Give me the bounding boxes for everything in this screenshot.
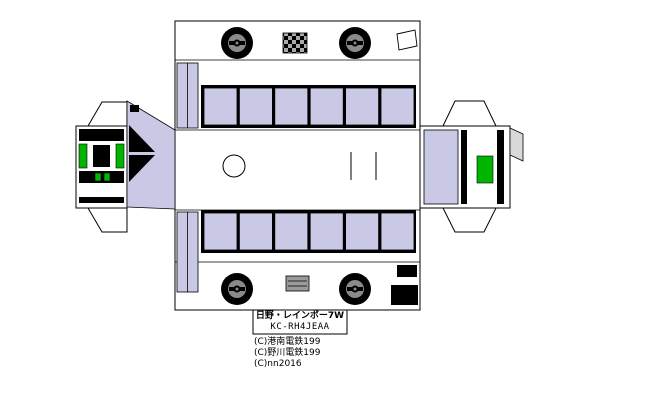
- sun-visor: [130, 105, 139, 112]
- wheel-rear-near: [339, 273, 371, 305]
- wheel-front-far: [221, 27, 253, 59]
- rear-bumper-block: [391, 285, 418, 305]
- glue-flap-front-top: [87, 101, 128, 127]
- body-outline: [174, 20, 421, 311]
- glue-flap-front-bottom: [87, 207, 128, 233]
- title-label-box: [252, 309, 348, 335]
- rear-vent-block: [397, 265, 417, 277]
- near-side-panel: [176, 210, 416, 293]
- headlight-left: [94, 172, 102, 182]
- glue-flap-rear-top: [442, 100, 497, 127]
- rear-pillar-left: [461, 130, 467, 204]
- front-bumper: [79, 197, 124, 203]
- rear-assembly: [419, 100, 524, 233]
- mirror-tab: [396, 29, 418, 51]
- side-window: [309, 212, 344, 251]
- credit-line-3: (C)nn2016: [254, 359, 302, 369]
- front-marker-light-left: [78, 143, 88, 169]
- wheel-front-near: [221, 273, 253, 305]
- side-window: [274, 87, 309, 126]
- side-window: [274, 212, 309, 251]
- roof-panel: [222, 152, 377, 180]
- model-code: KC-RH4JEAA: [270, 322, 330, 332]
- front-marker-light-right: [115, 143, 125, 169]
- wiper-upper: [129, 125, 155, 152]
- side-window: [380, 87, 415, 126]
- wiper-lower: [129, 155, 155, 182]
- front-window-band: [79, 129, 124, 141]
- fuel-lid: [285, 275, 310, 292]
- credit-line-2: (C)野川電鉄199: [254, 348, 321, 358]
- side-window: [345, 212, 380, 251]
- side-window: [238, 212, 273, 251]
- side-window: [380, 212, 415, 251]
- wheel-rear-far: [339, 27, 371, 59]
- roof-vent: [222, 154, 246, 178]
- glue-flap-rear-bottom: [442, 207, 497, 233]
- front-assembly: [75, 100, 176, 233]
- side-window: [203, 212, 238, 251]
- rear-light-cluster: [476, 155, 494, 184]
- destination-display: [93, 145, 110, 167]
- front-grille-band: [79, 171, 124, 183]
- side-window: [345, 87, 380, 126]
- rear-pillar-right: [497, 130, 504, 204]
- credit-line-1: (C)港南電鉄199: [254, 337, 321, 347]
- far-skirt-strip: [221, 27, 418, 59]
- side-window: [238, 87, 273, 126]
- model-title: 日野・レインボー7W: [255, 311, 345, 321]
- glue-tab-rear-side: [509, 127, 524, 162]
- headlight-right: [103, 172, 111, 182]
- near-skirt-strip: [221, 265, 418, 305]
- rear-window: [423, 129, 459, 205]
- side-window: [309, 87, 344, 126]
- side-window: [203, 87, 238, 126]
- far-side-panel: [176, 62, 416, 129]
- credits-block: (C)港南電鉄199 (C)野川電鉄199 (C)nn2016: [254, 337, 321, 370]
- hatch-grille: [282, 32, 308, 54]
